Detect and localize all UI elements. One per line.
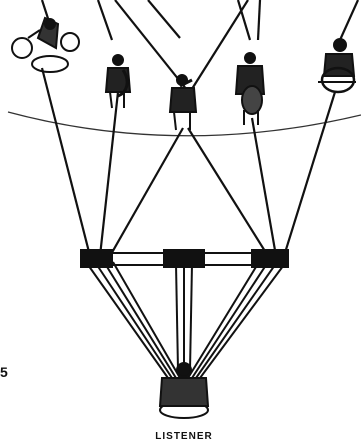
figure-number: 5 — [0, 364, 8, 380]
drummer — [12, 18, 79, 72]
mixer-bar-center — [163, 249, 205, 268]
listener-label: LISTENER — [155, 431, 212, 442]
mixer-bars — [80, 249, 289, 268]
stage-arc — [8, 112, 361, 136]
mixer-to-listener-lines — [86, 262, 286, 378]
mixer-bar-left — [80, 249, 113, 268]
mixer-bar-right — [251, 249, 289, 268]
trumpeter — [170, 75, 196, 130]
upper-sight-lines — [42, 0, 358, 100]
bassist — [318, 39, 356, 92]
guitarist — [236, 53, 264, 125]
